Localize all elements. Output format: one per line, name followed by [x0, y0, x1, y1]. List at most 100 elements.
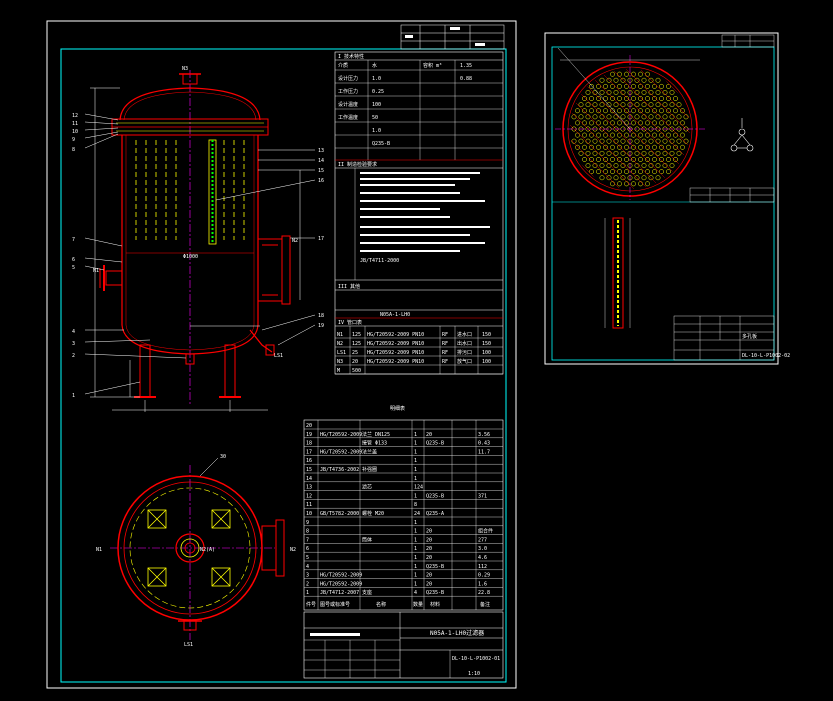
nozzle-cell: N1	[337, 332, 343, 338]
filter-elements	[135, 140, 245, 240]
plate-hole	[585, 102, 591, 108]
spec-cell: 工作压力	[338, 88, 358, 95]
spec-cell: 介质	[338, 62, 348, 69]
parts-cell: 24	[414, 511, 420, 517]
nozzle-cell: 25	[352, 350, 358, 356]
nozzle-cell: 进水口	[457, 331, 472, 338]
svg-text:材料: 材料	[430, 601, 440, 608]
plate-hole	[659, 83, 664, 89]
parts-cell: 3.56	[478, 432, 490, 438]
plate-hole	[596, 144, 601, 150]
plate-hole	[645, 157, 650, 162]
svg-text:件号: 件号	[306, 601, 316, 608]
plate-hole	[617, 132, 622, 138]
plate-hole	[617, 120, 622, 126]
nozzle-cell: HG/T20592-2009 PN10	[367, 350, 424, 356]
plate-hole	[617, 71, 622, 77]
plan-outlet-nozzle	[261, 519, 285, 577]
plate-hole	[585, 138, 591, 144]
plate-hole	[666, 157, 671, 162]
parts-cell: 1	[414, 458, 417, 464]
plate-hole	[662, 90, 668, 95]
plate-hole	[631, 169, 636, 175]
parts-cell: 接管 Φ133	[362, 440, 387, 447]
nozzle-cell: LS1	[337, 350, 346, 356]
nozzle-cell: 放气口	[457, 358, 472, 365]
svg-text:数量: 数量	[413, 601, 423, 608]
spec-model: N05A-1-LH0	[380, 312, 410, 318]
filter-element-detail	[604, 217, 631, 329]
plate-hole	[638, 83, 643, 89]
plate-hole	[634, 114, 640, 120]
spec-cell: 1.0	[372, 128, 381, 134]
plate-hole	[655, 150, 661, 156]
spec-cell: 1.35	[460, 63, 472, 69]
plate-hole	[641, 138, 647, 144]
spec-cell: 设计压力	[338, 75, 358, 82]
plan-n2-label: N2	[290, 547, 296, 553]
parts-cell: 277	[478, 537, 487, 543]
nozzle-cell: 150	[482, 341, 491, 347]
plate-hole	[641, 114, 647, 120]
perforated-plate-view	[555, 47, 705, 200]
plate-hole	[638, 96, 643, 102]
plate-hole	[575, 132, 580, 138]
parts-cell: 10	[306, 511, 312, 517]
plate-hole	[645, 120, 650, 126]
plate-hole	[603, 157, 608, 162]
plate-hole	[603, 96, 608, 102]
nozzle-ls1-pipe	[249, 329, 273, 353]
spec-sections: II 制造检验要求 JB/T4711-2000 III 其他 N05A-1-LH…	[338, 161, 410, 326]
nozzle-cell: 20	[352, 359, 358, 365]
plate-hole	[645, 132, 650, 138]
main-sheet-frame	[46, 20, 517, 689]
plate-hole	[613, 90, 619, 95]
parts-cell: 1	[414, 493, 417, 499]
parts-cell: Q235-A	[426, 511, 444, 517]
parts-cell: 14	[306, 476, 312, 482]
plate-hole	[610, 120, 615, 126]
plate-hole	[610, 181, 615, 187]
plate-hatch	[625, 69, 690, 189]
plate-hole	[624, 169, 629, 175]
plate-hole	[655, 114, 661, 120]
parts-cell: 0.29	[478, 573, 490, 579]
plate-hole	[638, 169, 643, 175]
plate-hole	[610, 71, 615, 77]
plate-hole	[638, 144, 643, 150]
plate-hole	[624, 181, 629, 187]
plate-hole	[599, 114, 605, 120]
svg-text:图号或标准号: 图号或标准号	[320, 601, 350, 608]
spec-cell: 0.88	[460, 76, 472, 82]
spec-cell: 工作温度	[338, 114, 358, 121]
plate-hole	[659, 120, 664, 126]
plate-hole	[624, 108, 629, 114]
plan-ls1-label: LS1	[184, 642, 193, 648]
parts-cell: HG/T20592-2009	[320, 449, 362, 455]
plate-hole	[599, 163, 605, 168]
nozzle-cell: 出水口	[457, 340, 472, 347]
plate-hole	[666, 144, 671, 150]
plate-hole	[634, 90, 640, 95]
svg-text:9: 9	[72, 137, 75, 143]
parts-cell: 补强圈	[362, 466, 377, 473]
spec-section-3: III 其他	[338, 283, 360, 290]
svg-text:12: 12	[72, 113, 78, 119]
plate-hole	[617, 83, 622, 89]
nozzle-cell: 150	[482, 332, 491, 338]
parts-cell: 0.43	[478, 441, 490, 447]
nozzle-cell: N2	[337, 341, 343, 347]
parts-cell: 4.6	[478, 555, 487, 561]
plate-hole	[648, 150, 654, 156]
nozzle-cell: HG/T20592-2009 PN10	[367, 359, 424, 365]
nozzle-cell: 125	[352, 332, 361, 338]
plate-hole	[613, 150, 619, 156]
nozzle-n1-elevation	[99, 265, 123, 291]
parts-cell: 8	[306, 529, 309, 535]
plate-hole	[669, 138, 675, 144]
right-part-refs: 13 14 15 16 17 18 19	[318, 148, 324, 329]
plate-hole	[683, 138, 689, 144]
nozzle-cell: 100	[482, 350, 491, 356]
plate-hole	[578, 138, 584, 144]
